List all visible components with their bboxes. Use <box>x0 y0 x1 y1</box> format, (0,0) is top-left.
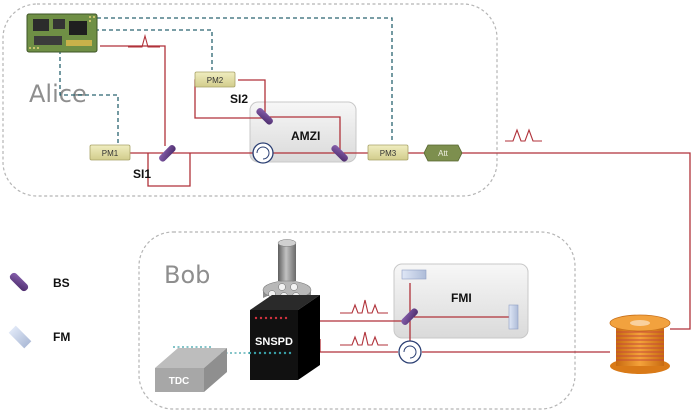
attenuator: Att <box>423 144 463 162</box>
si1-beam-splitter-icon <box>159 145 176 162</box>
si1-label: SI1 <box>133 167 151 181</box>
si2-label: SI2 <box>230 92 248 106</box>
fmi-label: FMI <box>451 291 472 305</box>
amzi-label: AMZI <box>291 129 320 143</box>
fmi-beam-splitter-icon <box>401 308 418 325</box>
legend-fm-icon <box>8 325 32 349</box>
fmi-mirror-top-icon <box>401 269 427 280</box>
amzi-circulator-icon <box>252 142 274 164</box>
pm1-modulator: PM1 <box>89 144 131 161</box>
pm1-label: PM1 <box>102 149 119 158</box>
legend-bs-label: BS <box>53 276 70 290</box>
alice-region <box>2 3 498 197</box>
legend-fm-label: FM <box>53 330 70 344</box>
pm3-label: PM3 <box>380 149 397 158</box>
tdc-box: TDC <box>155 348 227 392</box>
legend-bs-icon <box>9 272 29 292</box>
tdc-label: TDC <box>169 376 190 387</box>
snspd-cryostat: SNSPD <box>248 239 320 380</box>
amzi-beam-splitter-icon <box>331 145 348 162</box>
snspd-label: SNSPD <box>255 336 293 348</box>
fpga-board-icon <box>26 13 98 53</box>
fiber-spool-icon <box>609 314 671 374</box>
bob-region <box>138 231 576 410</box>
alice-label: Alice <box>29 80 87 108</box>
bob-label: Bob <box>164 261 210 289</box>
att-label: Att <box>438 149 449 158</box>
pulse-waveforms <box>128 33 542 346</box>
pm3-modulator: PM3 <box>367 144 409 161</box>
fmi-mirror-right-icon <box>508 304 519 330</box>
bob-circulator-icon <box>398 340 422 364</box>
pm2-modulator: PM2 <box>194 71 236 88</box>
si2-beam-splitter-icon <box>256 108 273 125</box>
pm2-label: PM2 <box>207 76 224 85</box>
fmi-box <box>393 263 529 339</box>
control-lines <box>59 17 393 143</box>
